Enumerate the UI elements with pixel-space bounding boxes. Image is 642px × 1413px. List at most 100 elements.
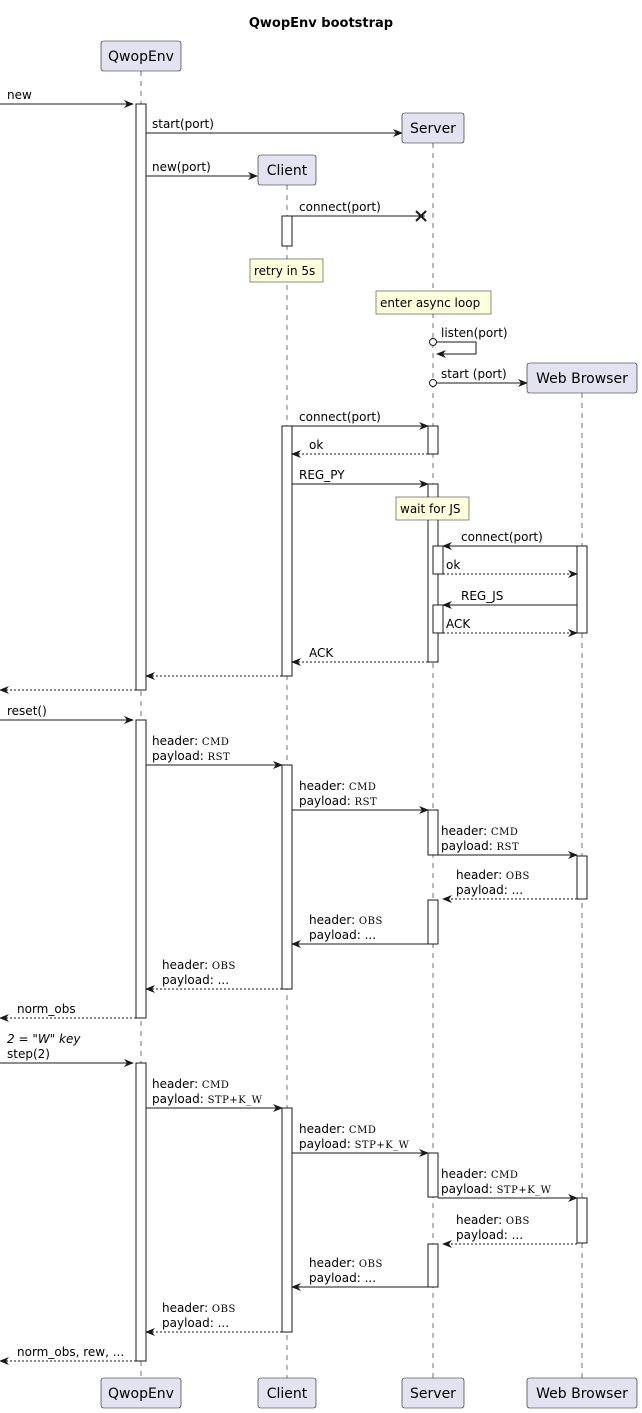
participant-browser-top: Web Browser <box>526 362 638 394</box>
message-label: payload: RST <box>152 749 230 763</box>
activation-client <box>281 764 293 990</box>
activation-server <box>427 899 439 945</box>
message-label: connect(port) <box>299 200 381 214</box>
message-label: header: CMD <box>152 734 229 748</box>
message-label: header: CMD <box>441 824 518 838</box>
message-label: connect(port) <box>299 410 381 424</box>
message-label: payload: ... <box>162 973 229 987</box>
message-label: connect(port) <box>461 530 543 544</box>
participant-box <box>526 362 638 394</box>
note-box <box>249 258 324 283</box>
activation-server <box>427 809 439 856</box>
self-arrow <box>436 341 477 358</box>
participant-qwopenv-top: QwopEnv <box>100 40 182 72</box>
message-label: ACK <box>446 617 471 631</box>
message-label: new(port) <box>152 160 211 174</box>
async-circle-icon <box>429 338 437 346</box>
message-label: step(2) <box>7 1047 50 1061</box>
message-label: ok <box>309 438 323 452</box>
participant-box <box>100 40 182 72</box>
participant-server-top: Server <box>401 112 465 144</box>
participant-client-bottom: Client <box>257 1377 317 1409</box>
message-browser-to-server: connect(port) <box>442 530 577 550</box>
activation-server <box>427 425 439 455</box>
message-client-to-qwopenv: header: OBSpayload: ... <box>145 1301 282 1336</box>
note-box <box>395 496 470 521</box>
message-label: payload: ... <box>456 1228 523 1242</box>
message-server-to-server: listen(port) <box>429 326 508 358</box>
note-text: retry in 5s <box>254 264 315 278</box>
activation-qwopenv <box>135 1062 147 1362</box>
participant-box <box>401 112 465 144</box>
activation-client <box>281 215 293 247</box>
message-label: reset() <box>7 704 47 718</box>
note-text: enter async loop <box>380 296 480 310</box>
message-label: start(port) <box>152 117 214 131</box>
message-server-to-browser: ok <box>443 558 578 578</box>
message-label: header: OBS <box>309 1256 383 1270</box>
message-client-to-server: REG_PY <box>292 468 429 488</box>
note: enter async loop <box>375 290 492 315</box>
lost-message-x-icon <box>415 210 427 222</box>
activation-server <box>432 545 444 575</box>
message-label: payload: STP+K_W <box>299 1137 410 1151</box>
message-label: header: OBS <box>456 868 530 882</box>
message-server-to-client: header: OBSpayload: ... <box>291 1256 428 1291</box>
async-circle-icon <box>429 379 437 387</box>
message-server-to-client: header: OBSpayload: ... <box>291 913 428 948</box>
participant-label: Server <box>410 1386 456 1402</box>
message-label: header: OBS <box>162 1301 236 1315</box>
activation-server <box>432 604 444 634</box>
participant-label: Client <box>267 163 308 179</box>
message-label: ok <box>446 558 460 572</box>
participant-label: QwopEnv <box>108 1386 174 1402</box>
message-label: header: OBS <box>456 1213 530 1227</box>
message-label: payload: ... <box>162 1316 229 1330</box>
message-browser-to-server: header: OBSpayload: ... <box>442 868 577 903</box>
message-label: payload: STP+K_W <box>441 1182 552 1196</box>
participant-server-bottom: Server <box>401 1377 465 1409</box>
message-label: header: OBS <box>309 913 383 927</box>
participant-client-top: Client <box>257 154 317 186</box>
message-label: payload: RST <box>441 839 519 853</box>
activation-browser <box>576 855 588 900</box>
message-label: payload: RST <box>299 794 377 808</box>
message-browser-to-server: header: OBSpayload: ... <box>442 1213 577 1248</box>
note: retry in 5s <box>249 258 324 283</box>
participant-label: Client <box>267 1386 308 1402</box>
activation-qwopenv <box>135 103 147 691</box>
message-external-to-qwopenv: reset() <box>0 704 134 724</box>
note-box <box>375 290 492 315</box>
message-client-to-qwopenv: header: OBSpayload: ... <box>145 958 282 993</box>
message-client-to-server: connect(port) <box>292 410 429 430</box>
message-server-to-client: ok <box>291 438 428 458</box>
message-qwopenv-to-server: start(port) <box>146 117 403 137</box>
message-label: header: CMD <box>152 1077 229 1091</box>
participant-box <box>100 1377 182 1409</box>
message-client-to-server: connect(port) <box>292 200 427 222</box>
message-server-to-browser: start (port) <box>429 367 528 387</box>
message-qwopenv-to-external: norm_obs <box>0 1002 136 1022</box>
participant-box <box>257 1377 317 1409</box>
activation-server <box>427 1152 439 1198</box>
message-qwopenv-to-client: new(port) <box>146 160 258 180</box>
message-browser-to-server: REG_JS <box>442 589 577 609</box>
message-label: payload: ... <box>309 928 376 942</box>
message-label: payload: ... <box>456 883 523 897</box>
diagram-title: QwopEnv bootstrap <box>249 16 393 31</box>
participant-box <box>401 1377 465 1409</box>
message-label: header: CMD <box>441 1167 518 1181</box>
participant-label: Web Browser <box>536 1386 628 1402</box>
note-text: wait for JS <box>400 502 461 516</box>
message-label: REG_PY <box>299 468 345 482</box>
participant-box <box>526 1377 638 1409</box>
participant-label: QwopEnv <box>108 49 174 65</box>
message-external-to-qwopenv: new <box>0 88 134 108</box>
message-label: header: CMD <box>299 779 376 793</box>
